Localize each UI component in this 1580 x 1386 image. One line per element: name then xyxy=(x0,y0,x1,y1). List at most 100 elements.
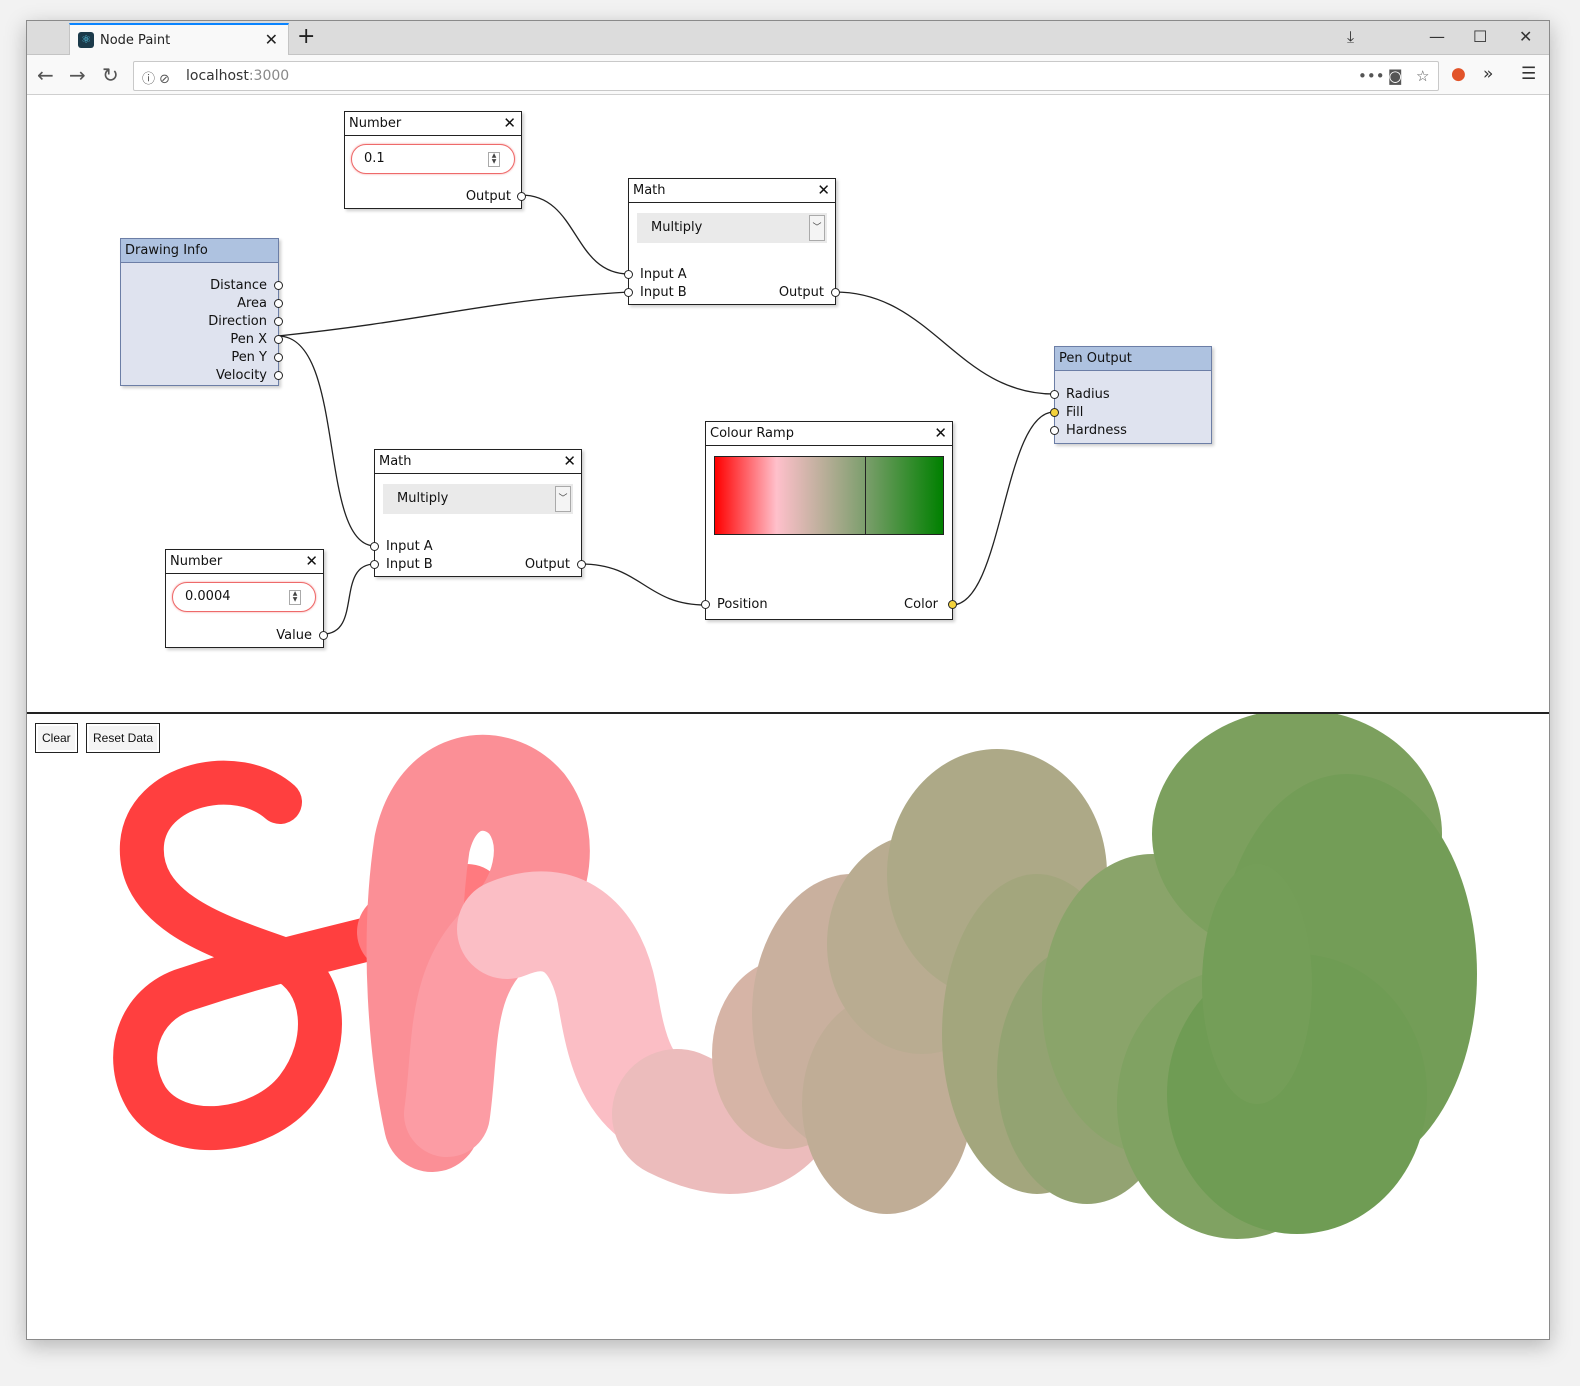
close-icon[interactable]: ✕ xyxy=(503,114,516,132)
node-header[interactable]: Number ✕ xyxy=(345,112,521,136)
node-header[interactable]: Number ✕ xyxy=(166,550,323,574)
colour-ramp-node[interactable]: Colour Ramp ✕ Position Color xyxy=(701,421,957,620)
wire-color-to-fill xyxy=(951,411,1055,606)
input-port[interactable] xyxy=(1050,426,1059,435)
port-label: Input B xyxy=(640,285,687,300)
wire-penx-to-math1-b xyxy=(277,291,630,337)
node-title: Number xyxy=(170,554,223,569)
port-label: Radius xyxy=(1066,387,1110,402)
operation-select[interactable]: Multiply ﹀ xyxy=(637,213,827,243)
port-label: Pen X xyxy=(230,332,267,347)
output-port[interactable] xyxy=(274,281,283,290)
port-label: Output xyxy=(465,189,511,204)
node-title: Colour Ramp xyxy=(710,426,794,441)
node-editor[interactable]: Number ✕ 0.1 ▲▼ Output Math ✕ Multiply ﹀… xyxy=(27,96,1549,712)
spinner-icon[interactable]: ▲▼ xyxy=(488,152,500,167)
wire-number2-to-math2-b xyxy=(322,563,376,635)
input-port[interactable] xyxy=(1050,408,1059,417)
input-port-b[interactable] xyxy=(624,288,633,297)
number-input[interactable]: 0.1 ▲▼ xyxy=(351,144,515,174)
output-port[interactable] xyxy=(577,560,586,569)
minimize-icon[interactable]: — xyxy=(1429,27,1445,46)
port-label: Area xyxy=(237,296,267,311)
overflow-icon[interactable]: » xyxy=(1483,64,1494,84)
window-close-icon[interactable]: ✕ xyxy=(1519,27,1533,46)
maximize-icon[interactable]: ☐ xyxy=(1473,27,1488,46)
operation-select[interactable]: Multiply ﹀ xyxy=(383,484,573,514)
node-header[interactable]: Math ✕ xyxy=(629,179,835,203)
input-port[interactable] xyxy=(701,600,710,609)
port-label: Velocity xyxy=(216,368,267,383)
new-tab-button[interactable]: + xyxy=(297,24,316,49)
node-header[interactable]: Math ✕ xyxy=(375,450,581,474)
port-label: Color xyxy=(904,597,938,612)
port-label: Position xyxy=(717,597,768,612)
tab-node-paint[interactable]: ⚛ Node Paint ✕ xyxy=(69,23,289,55)
close-icon[interactable]: ✕ xyxy=(563,452,576,470)
info-icon[interactable]: ⓘ ⊘ xyxy=(142,72,171,87)
forward-icon[interactable]: → xyxy=(69,63,86,87)
chevron-down-icon[interactable]: ﹀ xyxy=(809,215,825,241)
input-port[interactable] xyxy=(1050,390,1059,399)
reload-icon[interactable]: ↻ xyxy=(102,63,119,87)
output-port[interactable] xyxy=(517,192,526,201)
output-port[interactable] xyxy=(274,317,283,326)
port-label: Output xyxy=(524,557,570,572)
colour-ramp-gradient[interactable] xyxy=(714,456,944,535)
spinner-icon[interactable]: ▲▼ xyxy=(289,590,301,605)
chevron-down-icon[interactable]: ﹀ xyxy=(555,486,571,512)
port-label: Hardness xyxy=(1066,423,1127,438)
select-value: Multiply xyxy=(397,491,449,506)
nav-bar: ← → ↻ ⓘ ⊘ localhost:3000 ••• ◙ ☆ ● » ☰ xyxy=(27,55,1549,95)
output-port[interactable] xyxy=(319,631,328,640)
download-icon[interactable]: ⤓ xyxy=(1347,27,1355,46)
close-icon[interactable]: ✕ xyxy=(305,552,318,570)
node-title: Number xyxy=(349,116,402,131)
number-node[interactable]: Number ✕ 0.0004 ▲▼ Value xyxy=(165,549,328,648)
tab-bar: ⚛ Node Paint ✕ + ⤓ — ☐ ✕ xyxy=(27,21,1549,55)
port-label: Value xyxy=(276,628,312,643)
url-bar[interactable]: ⓘ ⊘ localhost:3000 ••• ◙ ☆ xyxy=(133,61,1439,91)
node-title: Pen Output xyxy=(1059,351,1132,366)
back-icon[interactable]: ← xyxy=(37,63,54,87)
reset-data-button[interactable]: Reset Data xyxy=(86,723,161,753)
paint-strokes xyxy=(113,714,1477,1239)
clear-button[interactable]: Clear xyxy=(35,723,78,753)
wire-number1-to-math1-a xyxy=(520,194,630,275)
panel-divider[interactable] xyxy=(27,712,1549,714)
close-icon[interactable]: ✕ xyxy=(934,424,947,442)
drawing-info-node[interactable]: Drawing Info Distance Area Direction Pen… xyxy=(120,238,283,386)
pocket-icon[interactable]: ◙ xyxy=(1388,67,1403,85)
close-icon[interactable]: ✕ xyxy=(817,181,830,199)
output-port[interactable] xyxy=(948,600,957,609)
number-node[interactable]: Number ✕ 0.1 ▲▼ Output xyxy=(344,111,526,209)
node-title: Math xyxy=(633,183,666,198)
pen-output-node[interactable]: Pen Output Radius Fill Hardness xyxy=(1050,346,1212,444)
input-port-a[interactable] xyxy=(370,542,379,551)
math-node[interactable]: Math ✕ Multiply ﹀ Input A Input B Output xyxy=(624,178,840,305)
math-node[interactable]: Math ✕ Multiply ﹀ Input A Input B Output xyxy=(370,449,586,577)
url-text[interactable]: localhost:3000 xyxy=(186,68,290,84)
stroke-green xyxy=(1042,714,1477,1239)
output-port[interactable] xyxy=(831,288,840,297)
port-label: Input A xyxy=(640,267,687,282)
star-icon[interactable]: ☆ xyxy=(1416,67,1430,85)
ramp-stop-marker[interactable] xyxy=(865,457,866,534)
node-header[interactable]: Pen Output xyxy=(1055,347,1211,371)
node-header[interactable]: Colour Ramp ✕ xyxy=(706,422,952,446)
number-input[interactable]: 0.0004 ▲▼ xyxy=(172,582,316,612)
output-port[interactable] xyxy=(274,299,283,308)
output-port[interactable] xyxy=(274,371,283,380)
output-port[interactable] xyxy=(274,353,283,362)
port-label: Distance xyxy=(210,278,267,293)
input-port-a[interactable] xyxy=(624,270,633,279)
output-port[interactable] xyxy=(274,335,283,344)
menu-icon[interactable]: ☰ xyxy=(1521,64,1537,84)
close-icon[interactable]: ✕ xyxy=(264,30,278,49)
port-label: Pen Y xyxy=(231,350,267,365)
paint-canvas[interactable]: Clear Reset Data xyxy=(27,714,1549,1339)
duckduckgo-icon[interactable]: ● xyxy=(1451,64,1466,84)
input-port-b[interactable] xyxy=(370,560,379,569)
node-header[interactable]: Drawing Info xyxy=(121,239,278,263)
page-actions-icon[interactable]: ••• xyxy=(1358,67,1385,85)
